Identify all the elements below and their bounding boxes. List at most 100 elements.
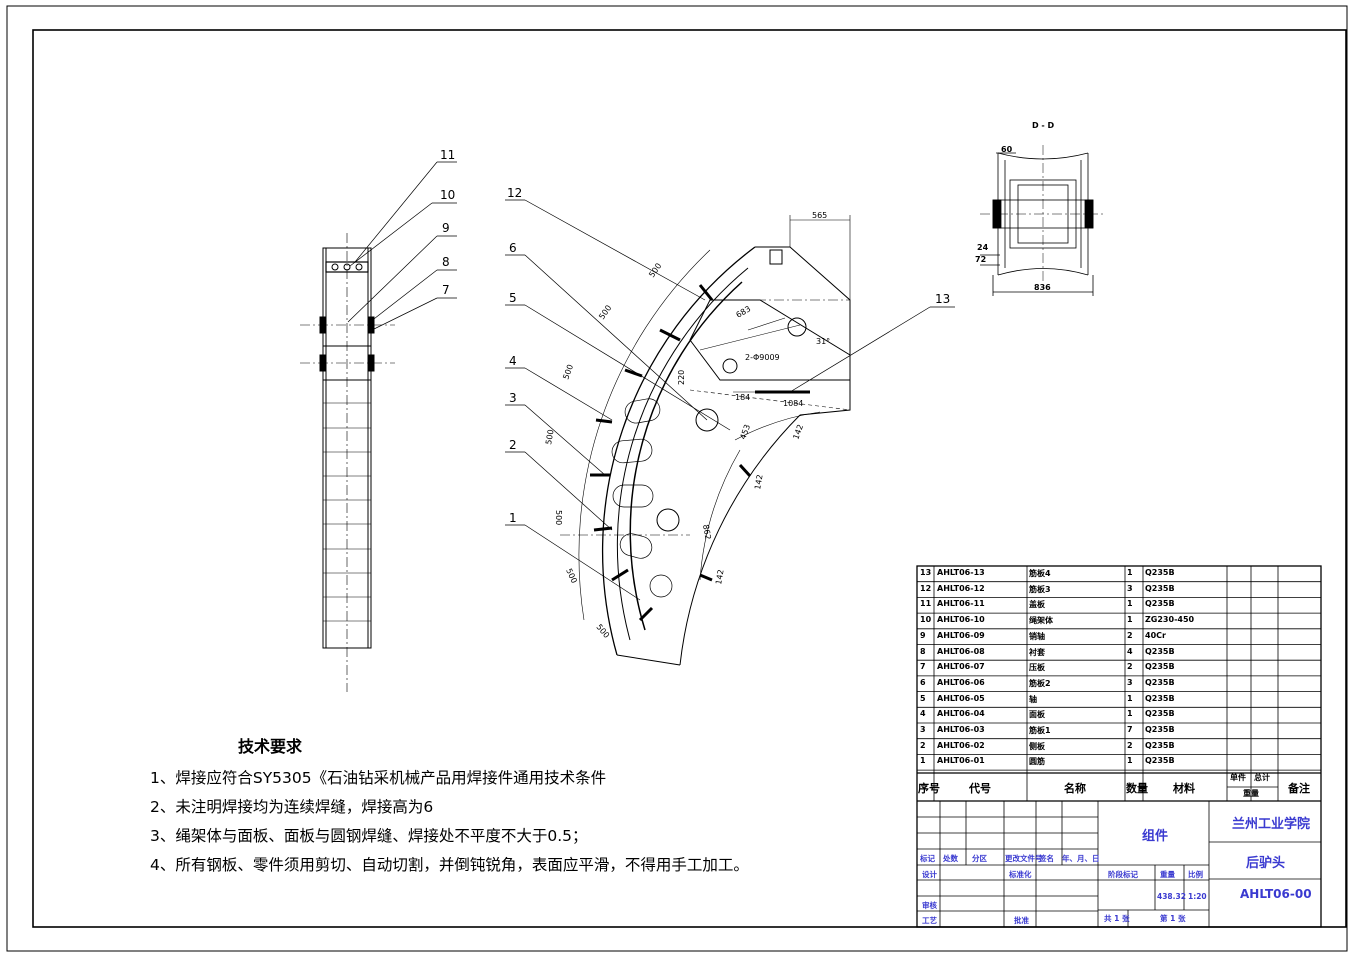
bom-no: 13 (920, 568, 932, 577)
bom-code: AHLT06-01 (937, 756, 985, 766)
bom-code: AHLT06-12 (937, 583, 985, 593)
bom-header-no: 序号 (918, 782, 940, 795)
tech-req-3: 3、绳架体与面板、面板与圆钢焊缝、焊接处不平度不大于0.5； (150, 827, 588, 845)
bom-name: 圆筋 (1029, 757, 1045, 767)
bom-name: 筋板2 (1029, 678, 1051, 688)
tb-sheet-no: 第 1 张 (1160, 914, 1186, 923)
dim-1084: 1084 (783, 399, 803, 408)
bom-name: 筋板3 (1029, 584, 1051, 594)
bom-row: 12 AHLT06-12 筋板3 3 Q235B (917, 582, 1321, 598)
dim-500-g: 500 (594, 623, 611, 640)
tb-approve: 批准 (1014, 916, 1029, 925)
label-10: 10 (440, 188, 455, 202)
bom-material: Q235B (1145, 677, 1175, 687)
dim-220: 220 (677, 370, 686, 385)
front-view-dimensions: 565 500 500 500 500 500 500 500 683 2-Φ9… (544, 211, 830, 640)
tb-scale-label: 比例 (1188, 870, 1203, 879)
bom-header-weight: 重量 (1243, 789, 1259, 798)
label-5: 5 (509, 291, 517, 305)
bom-no: 8 (920, 646, 926, 656)
tech-req-1: 1、焊接应符合SY5305《石油钻采机械产品用焊接件通用技术条件 (150, 769, 607, 787)
dim-500-e: 500 (554, 510, 563, 525)
tb-sheets: 共 1 张 (1104, 914, 1130, 923)
bom-code: AHLT06-10 (937, 615, 985, 625)
tb-rev-zone: 分区 (972, 854, 987, 863)
bom-no: 9 (920, 630, 926, 640)
tb-rev-count: 处数 (943, 854, 958, 863)
dim-683: 683 (735, 304, 753, 319)
label-3: 3 (509, 391, 517, 405)
bom-name: 绳架体 (1029, 616, 1053, 626)
bom-qty: 4 (1127, 646, 1133, 656)
bom-header: 序号 代号 名称 数量 材料 单件 总计 重量 备注 (917, 773, 1321, 801)
bom-no: 2 (920, 740, 926, 750)
tb-rev-sign: 签名 (1039, 854, 1054, 863)
tb-review: 审核 (922, 901, 937, 910)
dim-142-c: 142 (714, 569, 726, 586)
tb-design: 设计 (922, 870, 937, 879)
bom-material: Q235B (1145, 725, 1175, 734)
bom-material: ZG230-450 (1145, 615, 1195, 625)
bom-name: 侧板 (1029, 741, 1045, 751)
bom-row: 10 AHLT06-10 绳架体 1 ZG230-450 (917, 613, 1321, 629)
bom-no: 12 (920, 583, 932, 593)
bom-material: Q235B (1145, 709, 1175, 719)
label-1: 1 (509, 511, 517, 525)
dim-60: 60 (1001, 145, 1013, 154)
bom-no: 7 (920, 662, 926, 672)
tb-weight-label: 重量 (1160, 870, 1175, 879)
bom-code: AHLT06-07 (937, 662, 985, 672)
front-view-labels: 12 6 5 4 3 2 1 13 (507, 186, 950, 525)
bom-code: AHLT06-02 (937, 740, 985, 750)
tb-standardize: 标准化 (1009, 870, 1032, 879)
bom-header-total: 总计 (1254, 773, 1270, 782)
bom-name: 筋板4 (1029, 569, 1051, 578)
side-view-labels: 11 10 9 8 7 (440, 148, 455, 297)
tb-rev-date: 年、月、日 (1062, 854, 1100, 863)
bom-no: 3 (920, 725, 926, 734)
tech-req-title: 技术要求 (238, 737, 303, 756)
label-8: 8 (442, 255, 450, 269)
bom-code: AHLT06-11 (937, 599, 985, 609)
bom-material: Q235B (1145, 583, 1175, 593)
bom-code: AHLT06-13 (937, 568, 985, 577)
label-12: 12 (507, 186, 522, 200)
bom-code: AHLT06-06 (937, 677, 985, 687)
bom-name: 轴 (1029, 694, 1037, 704)
bom-qty: 3 (1127, 583, 1133, 593)
bom-header-code: 代号 (969, 782, 991, 795)
bom-header-remark: 备注 (1288, 782, 1310, 795)
dim-184: 184 (735, 393, 750, 402)
dim-31deg: 31° (816, 337, 830, 346)
bom-header-unit: 单件 (1230, 773, 1246, 782)
tb-rev-mark: 标记 (920, 854, 935, 863)
bom-name: 筋板1 (1029, 726, 1051, 735)
bom-name: 销轴 (1029, 631, 1045, 641)
dim-72: 72 (975, 255, 986, 264)
bom-material: 40Cr (1145, 630, 1166, 640)
bom-code: AHLT06-08 (937, 646, 985, 656)
dim-24: 24 (977, 243, 989, 252)
bom-no: 6 (920, 677, 926, 687)
label-4: 4 (509, 354, 517, 368)
bom-material: Q235B (1145, 646, 1175, 656)
bom-name: 压板 (1029, 663, 1045, 673)
bom-no: 5 (920, 693, 926, 703)
tb-stage: 阶段标记 (1108, 870, 1138, 879)
tb-school: 兰州工业学院 (1232, 817, 1311, 832)
inner-border (32, 29, 1347, 928)
bom-code: AHLT06-04 (937, 709, 985, 719)
bom-grid (916, 565, 1322, 928)
bom-no: 10 (920, 615, 932, 625)
label-2: 2 (509, 438, 517, 452)
bom-qty: 2 (1127, 630, 1133, 640)
bom-qty: 1 (1127, 615, 1133, 625)
